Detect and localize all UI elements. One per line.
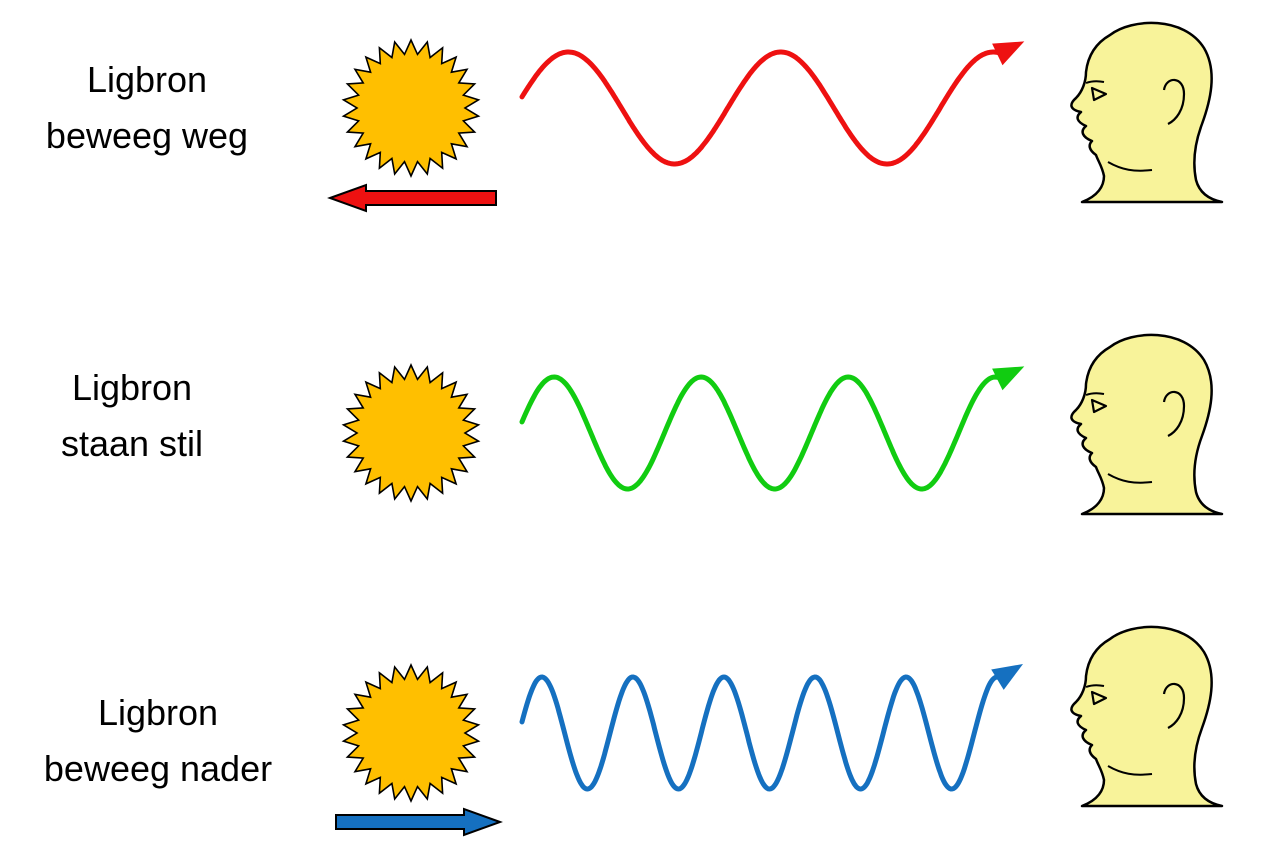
row-3-label-line-2: beweeg nader	[44, 748, 272, 789]
sun-icon	[341, 663, 481, 803]
row-1-label-line-1: Ligbron	[87, 59, 207, 100]
wave-line	[519, 49, 1003, 167]
wave-line	[519, 374, 1003, 492]
blueshift-wave	[519, 664, 1023, 792]
sun-body	[341, 38, 481, 178]
block-arrow	[327, 183, 497, 213]
block-arrow	[335, 807, 503, 837]
row-3-label-line-1: Ligbron	[98, 692, 218, 733]
wave-line	[519, 674, 1003, 792]
head-icon	[1070, 333, 1224, 516]
head-outline	[1070, 625, 1224, 808]
row-2-label-line-1: Ligbron	[72, 367, 192, 408]
sun-body	[341, 663, 481, 803]
unshifted-wave	[519, 366, 1025, 492]
sun-body	[341, 363, 481, 503]
wave-arrowhead	[992, 41, 1025, 66]
row-3-label: Ligbron beweeg nader	[44, 692, 272, 789]
row-2-label: Ligbron staan stil	[61, 367, 203, 464]
sun-icon	[341, 38, 481, 178]
head-outline	[1070, 333, 1224, 516]
motion-arrow-toward	[335, 807, 503, 837]
head-icon	[1070, 625, 1224, 808]
row-1-label: Ligbron beweeg weg	[46, 59, 248, 156]
wave-arrowhead	[992, 366, 1025, 391]
head-outline	[1070, 21, 1224, 204]
head-icon	[1070, 21, 1224, 204]
row-1-label-line-2: beweeg weg	[46, 115, 248, 156]
wave-arrowhead	[991, 664, 1023, 690]
row-2-label-line-2: staan stil	[61, 423, 203, 464]
sun-icon	[341, 363, 481, 503]
redshift-wave	[519, 41, 1025, 167]
motion-arrow-away	[327, 183, 497, 213]
